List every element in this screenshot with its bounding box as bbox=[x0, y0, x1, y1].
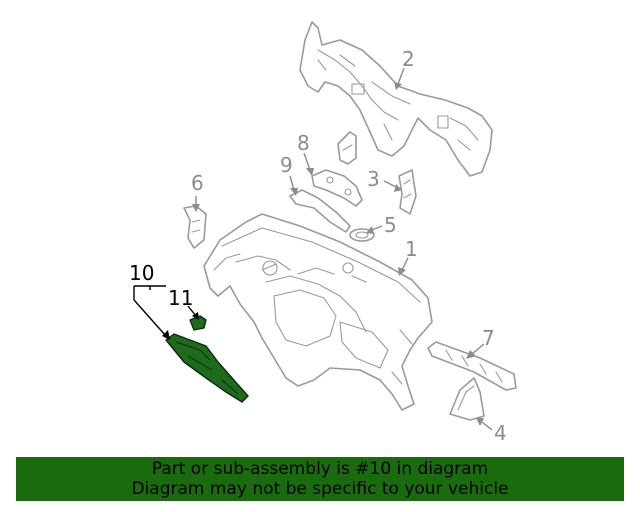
banner-line-disclaimer: Diagram may not be specific to your vehi… bbox=[131, 479, 509, 499]
leader-lines bbox=[133, 67, 493, 431]
callout-11: 11 bbox=[168, 286, 193, 310]
part-9-duct bbox=[289, 189, 351, 233]
part-4-end-panel bbox=[449, 377, 485, 421]
part-2-dash-support-frame bbox=[299, 21, 493, 177]
callout-8: 8 bbox=[297, 131, 310, 155]
part-10-lower-panel bbox=[165, 333, 249, 403]
callout-10: 10 bbox=[129, 261, 154, 285]
parts-diagram: 2 8 9 3 6 5 1 10 11 7 4 bbox=[129, 21, 517, 445]
callout-4: 4 bbox=[494, 421, 507, 445]
callout-1: 1 bbox=[405, 237, 418, 261]
callout-3: 3 bbox=[367, 167, 380, 191]
banner-line-part-number: Part or sub-assembly is #10 in diagram bbox=[151, 459, 489, 479]
part-8-bracket bbox=[337, 131, 357, 165]
callout-5: 5 bbox=[384, 213, 397, 237]
part-8-reinforcement bbox=[311, 169, 363, 207]
callout-7: 7 bbox=[482, 326, 495, 350]
part-1-instrument-panel bbox=[203, 213, 433, 411]
part-3-bracket bbox=[398, 169, 417, 215]
callout-9: 9 bbox=[280, 153, 293, 177]
info-banner: Part or sub-assembly is #10 in diagram D… bbox=[16, 457, 624, 501]
callout-2: 2 bbox=[402, 47, 415, 71]
part-6-bracket bbox=[183, 205, 207, 249]
callout-6: 6 bbox=[191, 171, 204, 195]
part-7-trim-strip bbox=[427, 341, 517, 391]
